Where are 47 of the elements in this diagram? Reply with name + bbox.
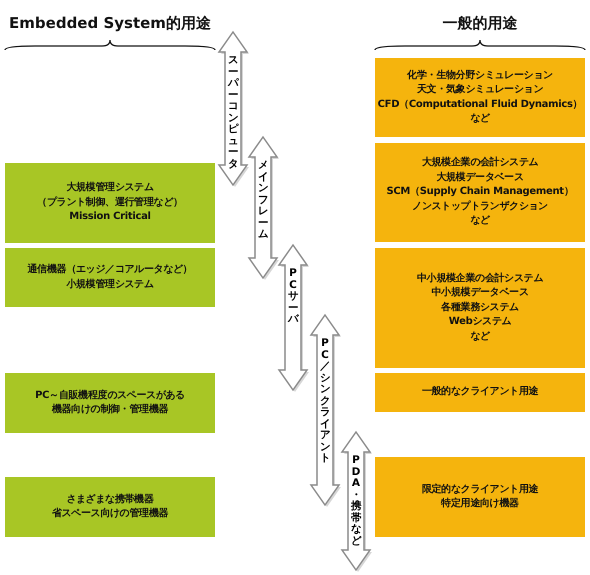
box-text: 機器向けの制御・管理機器 bbox=[52, 403, 168, 417]
range-label: PDA・携帯など bbox=[350, 455, 362, 548]
box-text: 天文・気象シミュレーション bbox=[416, 83, 544, 97]
box-text: など bbox=[470, 112, 490, 126]
column-heading: 一般的用途 bbox=[442, 14, 518, 33]
box-text: 各種業務システム bbox=[441, 300, 519, 315]
usage-box bbox=[375, 248, 585, 368]
box-text: 中小規模データベース bbox=[431, 286, 528, 300]
box-text: SCM（Supply Chain Management） bbox=[386, 185, 574, 200]
box-text: 中小規模企業の会計システム bbox=[416, 272, 544, 286]
box-text: 小規模管理システム bbox=[66, 278, 154, 292]
usage-box bbox=[5, 248, 215, 307]
box-text: Mission Critical bbox=[69, 210, 151, 224]
box-text: Webシステム bbox=[448, 315, 512, 330]
box-text: （プラント制御、運行管理など） bbox=[37, 196, 183, 210]
box-text: PC～自販機程度のスペースがある bbox=[35, 388, 185, 402]
box-text: 一般的なクライアント用途 bbox=[422, 385, 538, 400]
usage-box bbox=[375, 58, 585, 137]
box-text: さまざまな携帯機器 bbox=[66, 492, 154, 506]
usage-box bbox=[5, 373, 215, 433]
box-text: 省スペース向けの管理機器 bbox=[52, 507, 168, 521]
range-label: スーパーコンピュータ bbox=[228, 55, 238, 170]
usage-box bbox=[5, 163, 215, 243]
range-label: メインフレーム bbox=[258, 160, 268, 241]
box-text: 特定用途向け機器 bbox=[441, 497, 519, 511]
range-indicator bbox=[249, 137, 277, 278]
box-text: CFD（Computational Fluid Dynamics） bbox=[378, 98, 582, 112]
usage-box bbox=[5, 477, 215, 537]
range-indicator bbox=[279, 245, 307, 390]
column-heading: Embedded System的用途 bbox=[8, 14, 212, 33]
usage-box bbox=[375, 143, 585, 242]
box-text: など bbox=[470, 330, 490, 344]
range-label: PC／シンクライアント bbox=[320, 338, 330, 466]
range-label: PCサーバ bbox=[288, 268, 298, 326]
box-text: など bbox=[470, 214, 490, 228]
range-indicator bbox=[342, 432, 370, 570]
box-text: 大規模管理システム bbox=[66, 181, 154, 196]
box-text: ノンストップトランザクション bbox=[412, 200, 548, 214]
range-indicator bbox=[311, 315, 339, 505]
box-text: 化学・生物分野シミュレーション bbox=[407, 68, 553, 82]
box-text: 限定的なクライアント用途 bbox=[422, 482, 538, 496]
box-text: 大規模データベース bbox=[436, 170, 524, 185]
box-text: 大規模企業の会計システム bbox=[422, 156, 538, 170]
usage-box bbox=[375, 457, 585, 537]
box-text: 通信機器（エッジ／コアルータなど） bbox=[28, 263, 192, 277]
usage-box bbox=[375, 373, 585, 412]
range-indicator bbox=[219, 32, 247, 185]
